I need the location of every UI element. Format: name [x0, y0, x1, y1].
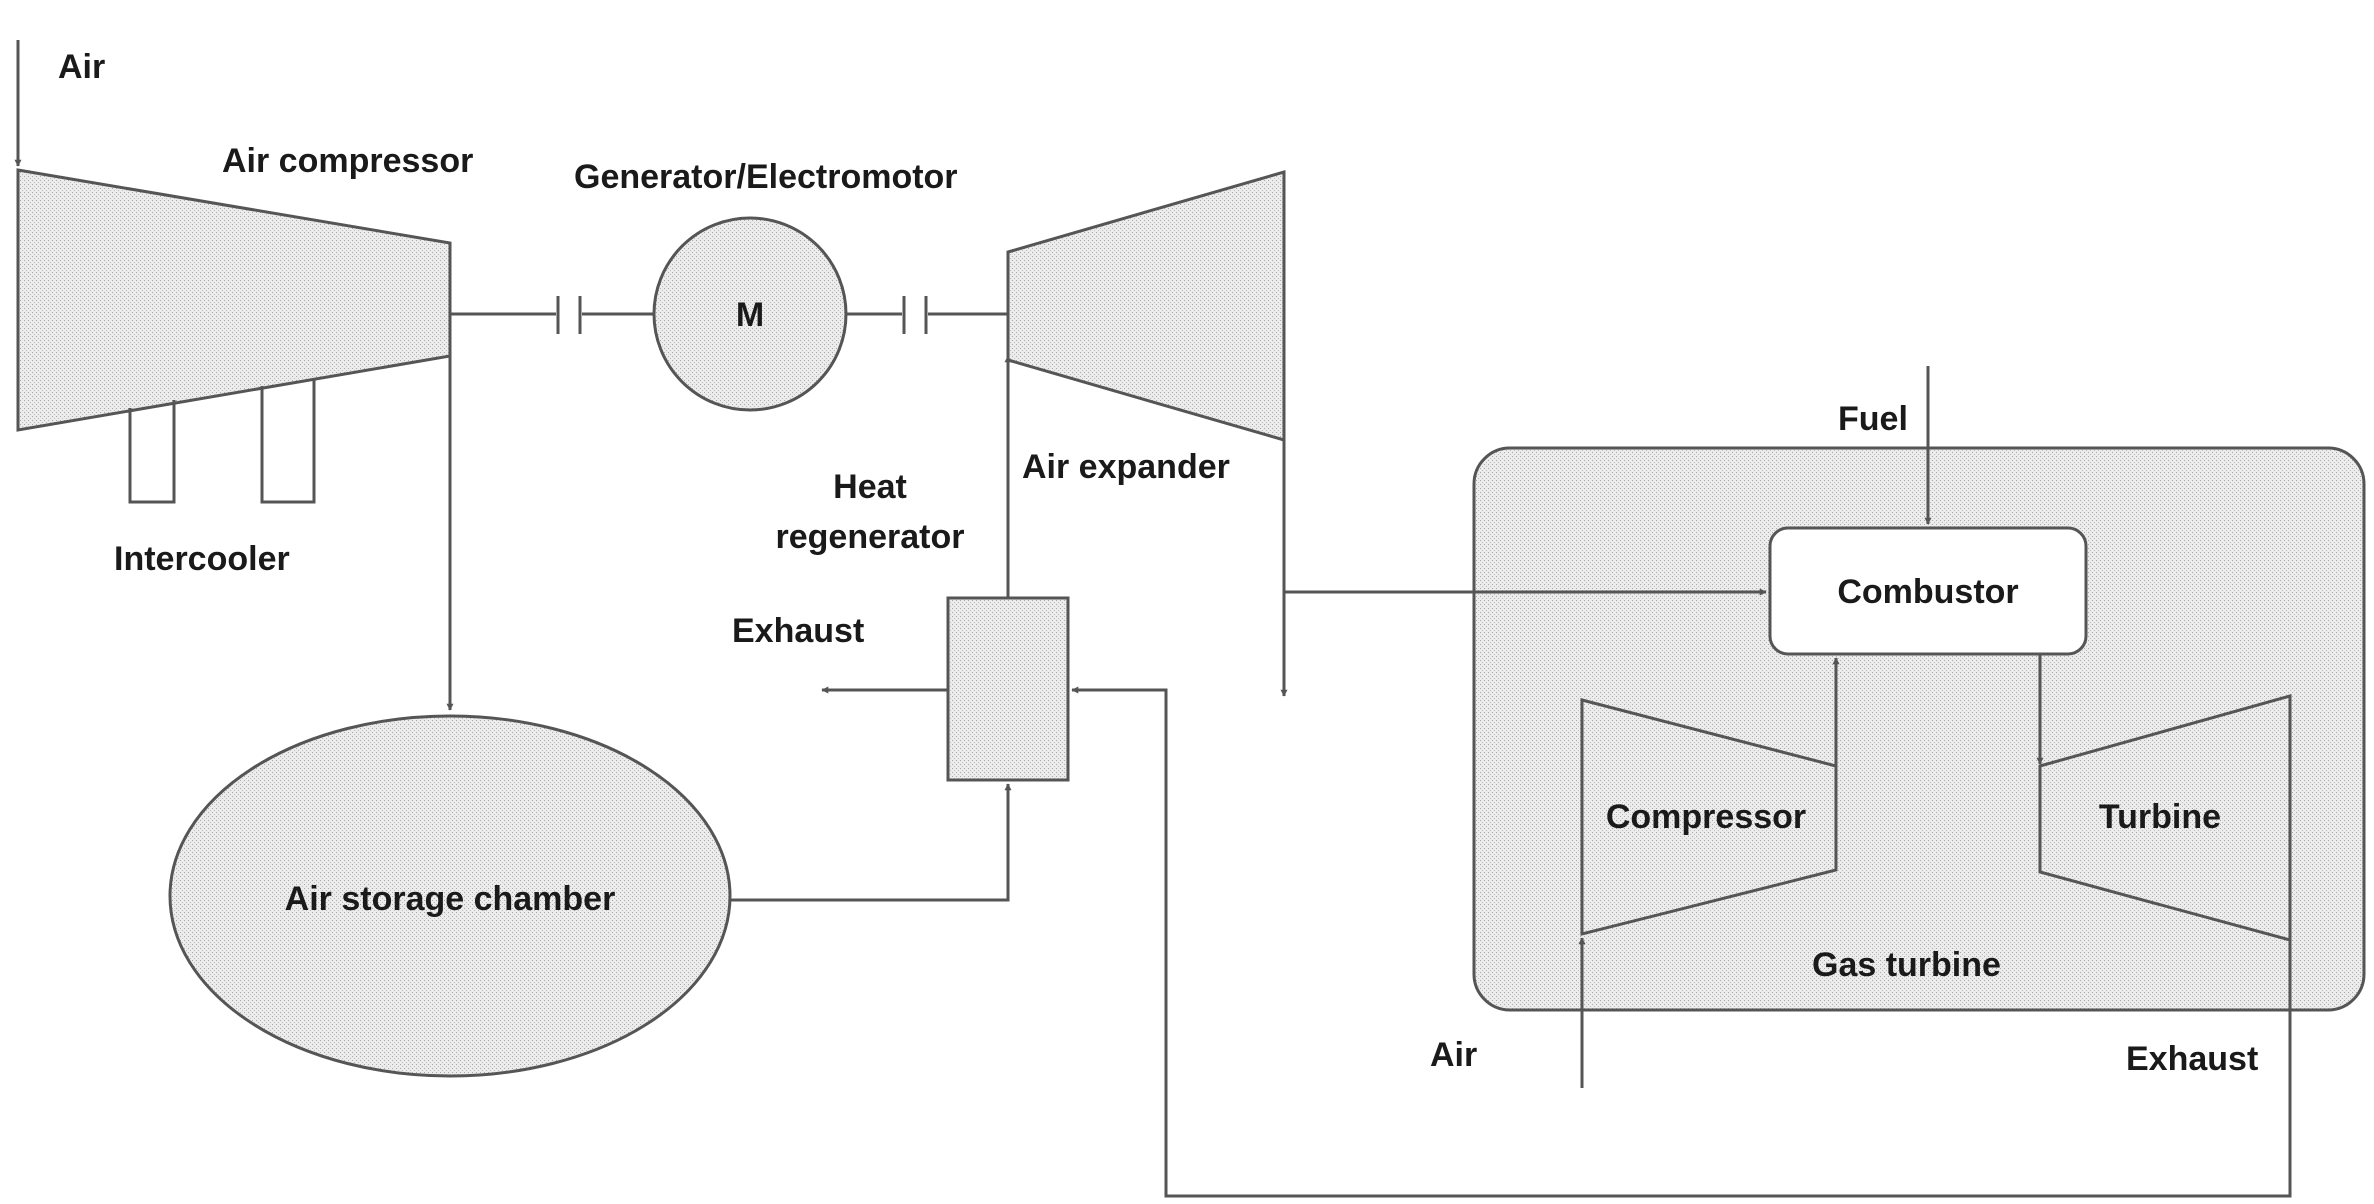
turbine-exhaust-to-regenerator-arrow — [1071, 686, 2292, 1198]
motor-label: M — [736, 296, 764, 334]
exhaust-right-label: Exhaust — [2126, 1040, 2258, 1078]
air-compressor-shape — [16, 168, 452, 432]
air-bottom-label: Air — [1430, 1036, 1477, 1074]
gt-compressor-shape — [1580, 698, 1838, 936]
intercooler-loop-1 — [128, 400, 176, 504]
intercooler-label: Intercooler — [114, 540, 290, 578]
air-top-label: Air — [58, 48, 105, 86]
fuel-label: Fuel — [1838, 400, 1908, 438]
air-storage-label: Air storage chamber — [285, 880, 616, 918]
intercooler-loop-2 — [260, 378, 316, 504]
heat-regenerator — [946, 596, 1070, 782]
air-expander-shape — [1006, 170, 1286, 442]
generator-label: Generator/Electromotor — [574, 158, 958, 196]
combustor-label: Combustor — [1837, 573, 2018, 611]
heat-regenerator-label-1: Heat — [833, 468, 907, 506]
exhaust-left-label: Exhaust — [732, 612, 864, 650]
storage-to-regenerator-arrow — [730, 783, 1012, 902]
heat-regenerator-label-2: regenerator — [776, 518, 965, 556]
gas-turbine-label: Gas turbine — [1812, 946, 2001, 984]
air-storage-chamber — [168, 714, 732, 1078]
turbine-label: Turbine — [2099, 798, 2221, 836]
air-expander-label: Air expander — [1022, 448, 1230, 486]
compressor-label: Compressor — [1606, 798, 1806, 836]
air-compressor-label: Air compressor — [222, 142, 473, 180]
combustor-box — [1768, 526, 2088, 656]
